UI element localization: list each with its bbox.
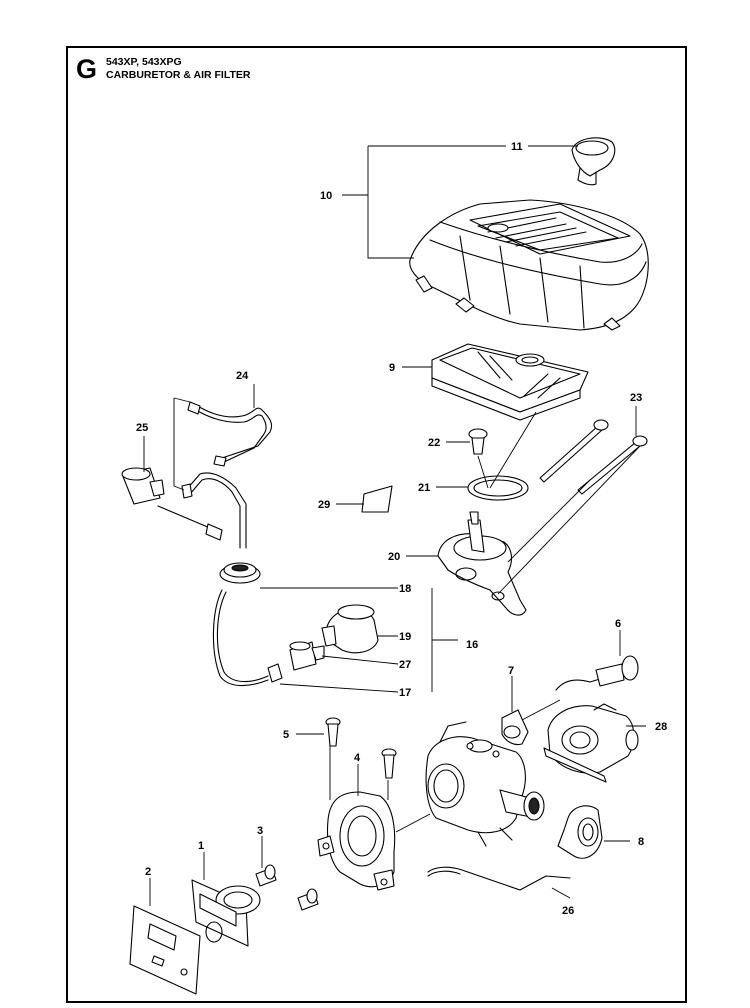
callout-16: 16 xyxy=(466,639,478,651)
part-11-cap xyxy=(571,137,616,186)
carburetor xyxy=(425,721,545,847)
part-6-throttle-rod xyxy=(555,655,639,691)
callout-11: 11 xyxy=(511,141,523,153)
callout-21: 20 xyxy=(388,551,400,563)
callout-7: 7 xyxy=(508,665,514,677)
part-24-screw xyxy=(468,428,488,455)
part-4-adapter xyxy=(317,791,396,891)
part-8-holder xyxy=(557,805,603,859)
part-27-rod xyxy=(427,866,571,891)
callout-28: 28 xyxy=(655,721,667,733)
part-19-fuel-filter xyxy=(321,604,379,654)
part-1-manifold xyxy=(191,879,261,947)
part-26-hose xyxy=(187,401,273,467)
callout-1: 1 xyxy=(198,840,204,852)
callout-23: 23 xyxy=(630,392,642,404)
diagram-frame xyxy=(66,46,687,1003)
part-9-air-filter xyxy=(431,343,589,421)
leader-lines xyxy=(143,145,646,906)
part-5-screw xyxy=(325,717,397,779)
part-10-cover xyxy=(409,199,649,331)
part-2-gasket xyxy=(129,905,201,995)
part-21-filter-holder xyxy=(437,511,527,616)
part-7-bracket xyxy=(501,709,529,746)
callout-3: 3 xyxy=(257,825,263,837)
part-25-fitting xyxy=(121,467,223,541)
model-numbers: 543XP, 543XPG xyxy=(106,56,182,68)
part-17-connector xyxy=(267,663,283,683)
part-20-weight xyxy=(289,641,325,671)
callout-2: 2 xyxy=(145,866,151,878)
section-title: CARBURETOR & AIR FILTER xyxy=(106,69,251,81)
part-28-choke xyxy=(543,703,639,783)
part-18-fuel-line xyxy=(181,472,269,687)
callout-25: 25 xyxy=(136,422,148,434)
callout-6: 6 xyxy=(615,618,621,630)
part-29-pad xyxy=(361,485,393,513)
callout-labels: 11 10 9 24 23 25 22 21 29 20 18 6 19 16 … xyxy=(136,141,667,917)
callout-20: 27 xyxy=(399,659,411,671)
callout-27: 26 xyxy=(562,905,574,917)
part-23-bolts xyxy=(539,419,648,495)
callout-22: 21 xyxy=(418,482,430,494)
callout-24: 22 xyxy=(428,437,440,449)
callout-4: 4 xyxy=(354,752,361,764)
callout-29: 29 xyxy=(318,499,330,511)
part-3-screw xyxy=(255,864,319,911)
callout-10: 10 xyxy=(320,190,332,202)
section-letter: G xyxy=(76,54,98,84)
callout-8: 8 xyxy=(638,836,644,848)
callout-9: 9 xyxy=(389,362,395,374)
callout-26: 24 xyxy=(236,370,249,382)
callout-5: 5 xyxy=(283,729,289,741)
callout-17: 17 xyxy=(399,687,411,699)
part-22-gasket xyxy=(467,475,529,501)
callout-18: 18 xyxy=(399,583,411,595)
callout-19: 19 xyxy=(399,631,411,643)
